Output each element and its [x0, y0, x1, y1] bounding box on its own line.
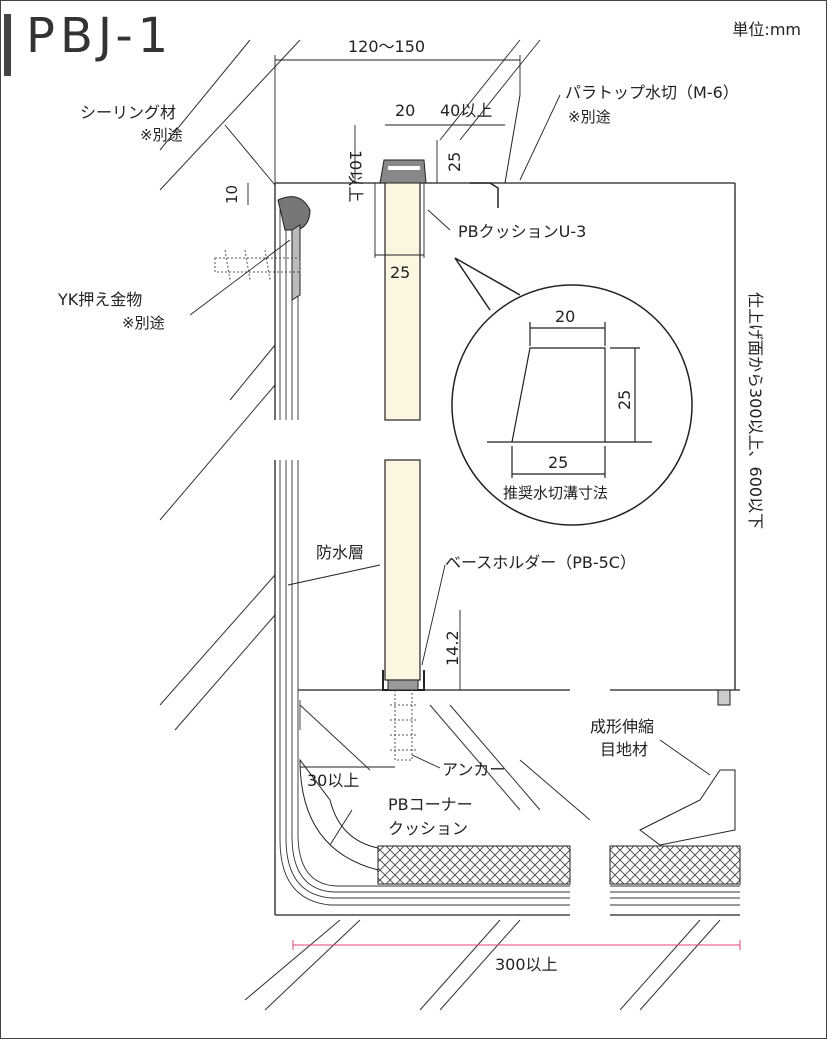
unit-label: 単位:mm [732, 20, 801, 39]
label-sealing-note: ※別途 [140, 126, 183, 144]
drip-edge-shape [470, 182, 499, 208]
groove-profile [487, 322, 652, 478]
insulation-block-right [609, 845, 741, 885]
dim-25-top: 25 [445, 152, 464, 172]
dim-groove-20: 20 [555, 307, 575, 326]
dim-14-2: 14.2 [443, 630, 462, 666]
label-groove: 推奨水切溝寸法 [503, 484, 608, 502]
label-joint-2: 目地材 [600, 740, 648, 759]
drawing-title: PBJ-1 [26, 8, 174, 64]
protection-board-upper [384, 164, 421, 421]
yk-press-metal [291, 224, 301, 301]
dim-height-range: 仕上げ面から300以上、600以下 [746, 292, 765, 529]
dim-300: 300以上 [495, 955, 558, 974]
label-corner-cushion-1: PBコーナー [388, 795, 473, 814]
pink-dimension [292, 940, 741, 950]
expansion-joint-shape [639, 689, 736, 846]
protection-board-lower [384, 459, 421, 681]
title-accent-bar [4, 14, 11, 76]
label-yk: YK押え金物 [57, 290, 142, 309]
label-anchor: アンカー [442, 760, 505, 779]
label-waterproof: 防水層 [316, 543, 364, 562]
dim-20: 20 [395, 101, 415, 120]
label-corner-cushion-2: クッション [388, 819, 468, 838]
label-joint-1: 成形伸縮 [590, 717, 654, 736]
dim-10: 10 [223, 185, 241, 204]
dim-width-range: 120〜150 [348, 37, 425, 56]
label-parapet: パラトップ水切（M-6） [565, 83, 739, 102]
yk-anchor-shape [214, 249, 301, 281]
label-sealing: シーリング材 [80, 103, 176, 122]
insulation-block-left [377, 845, 571, 885]
dim-10up: 10以上 [346, 150, 365, 202]
label-base-holder: ベースホルダー（PB-5C） [445, 553, 636, 572]
label-parapet-note: ※別途 [568, 108, 611, 126]
groove-callout-pointer [454, 257, 521, 311]
label-yk-note: ※別途 [122, 314, 165, 332]
dim-30: 30以上 [307, 771, 359, 790]
leader-lines [189, 94, 711, 846]
dim-groove-25h: 25 [615, 390, 634, 410]
sealing-bead [277, 196, 311, 231]
base-holder-inner [387, 679, 419, 691]
dim-groove-25w: 25 [548, 453, 568, 472]
dimension-lines [247, 55, 736, 768]
concrete-hatch [159, 39, 721, 1011]
label-cushion-u3: PBクッションU-3 [458, 222, 586, 241]
dim-40: 40以上 [440, 101, 492, 120]
dim-25-bottom: 25 [390, 263, 410, 282]
cushion-u3-cap [379, 159, 427, 184]
parapet-slope [504, 94, 521, 184]
anchor-shape [390, 690, 418, 761]
